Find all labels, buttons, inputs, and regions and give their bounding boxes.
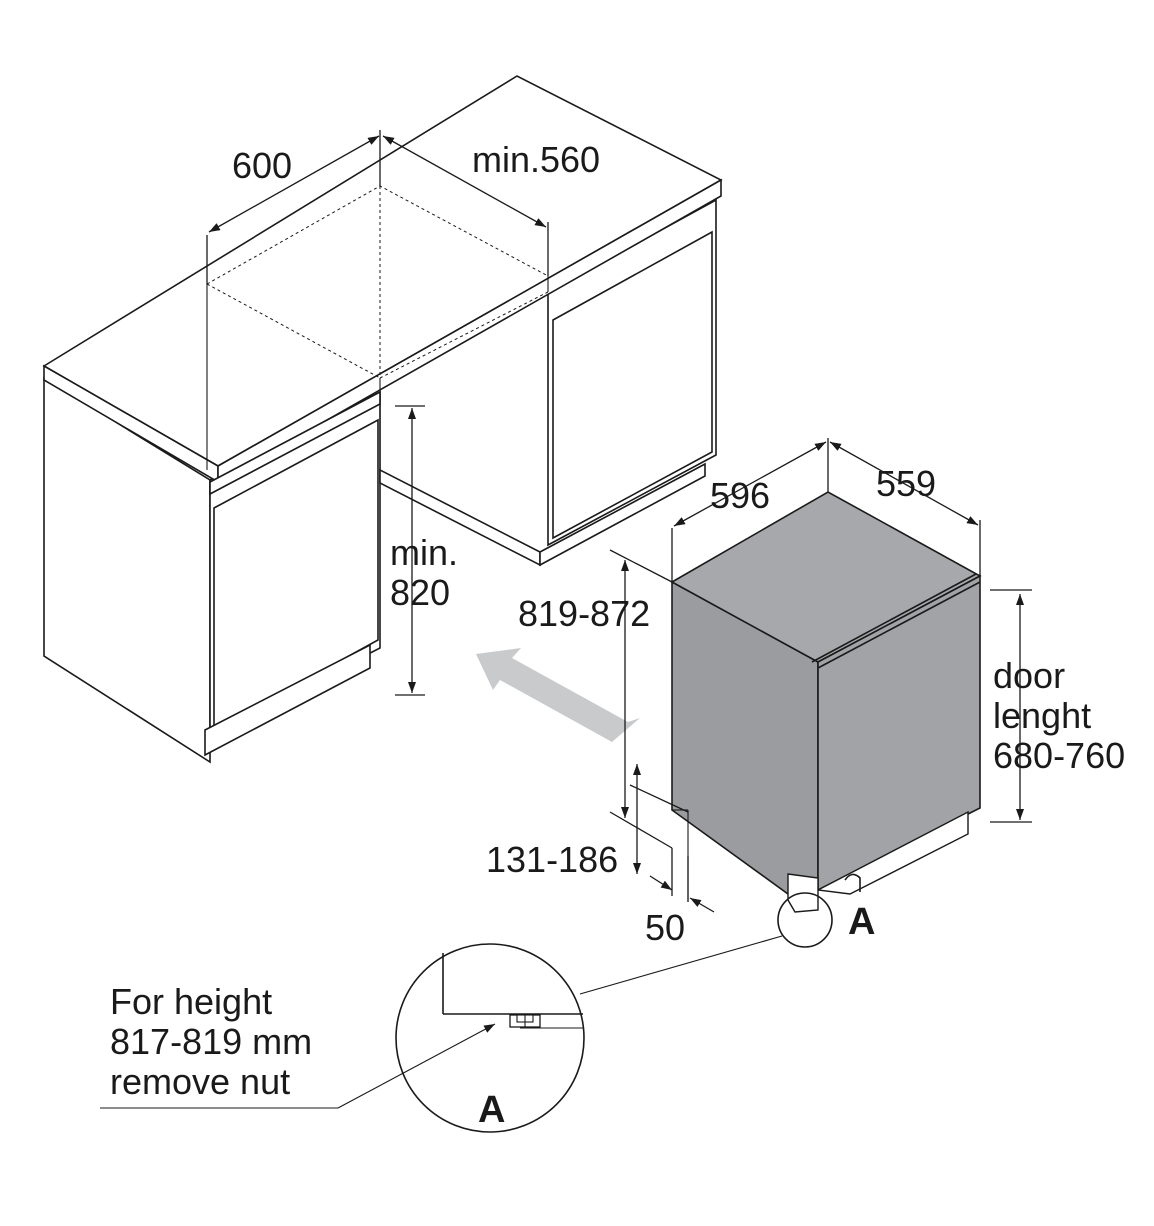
appliance-dimensions [609, 438, 1032, 913]
insert-direction-arrow [476, 648, 640, 742]
detail-zoom-marker: A [478, 1089, 505, 1131]
cabinet-height-label-1: min. [390, 532, 458, 573]
cabinet-height-label-2: 820 [390, 572, 450, 613]
door-label-3: 680-760 [993, 735, 1125, 776]
door-label-2: lenght [993, 695, 1091, 736]
kitchen-cabinet [42, 75, 723, 764]
note-line-1: For height [110, 981, 272, 1022]
appliance-width-label: 596 [710, 475, 770, 516]
detail-callout [100, 892, 833, 1133]
note-line-2: 817-819 mm [110, 1021, 312, 1062]
detail-marker: A [848, 901, 875, 943]
dishwasher [670, 491, 982, 913]
door-label-1: door [993, 655, 1065, 696]
cabinet-dimensions [206, 130, 549, 696]
appliance-height-label: 819-872 [518, 593, 650, 634]
note-line-3: remove nut [110, 1061, 290, 1102]
appliance-depth-label: 559 [876, 463, 936, 504]
plinth-height-label: 131-186 [486, 839, 618, 880]
cabinet-depth-label: min.560 [472, 139, 600, 180]
cabinet-width-label: 600 [232, 145, 292, 186]
plinth-depth-label: 50 [645, 907, 685, 948]
